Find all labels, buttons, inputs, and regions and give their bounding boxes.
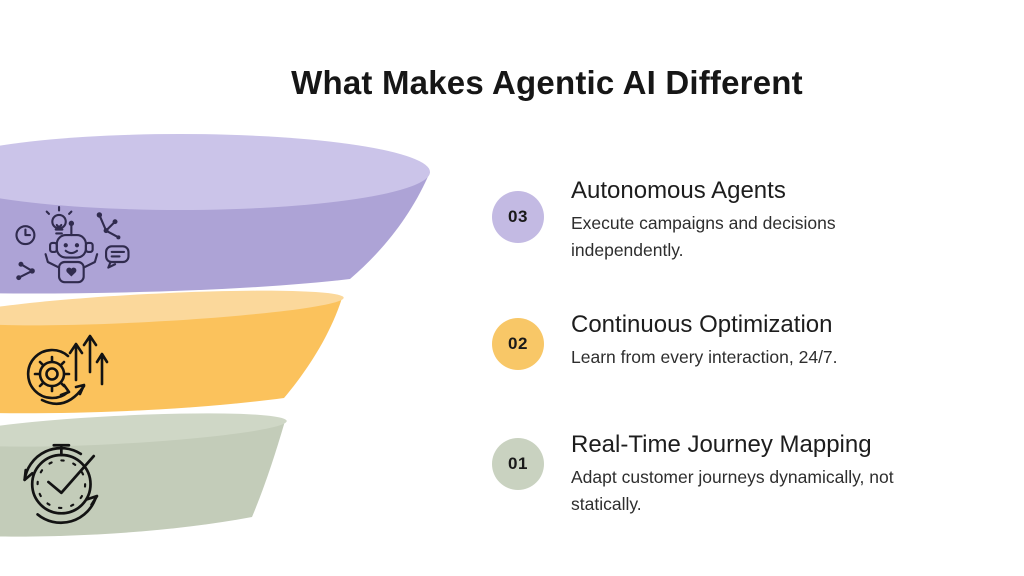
speech-bubble-icon — [105, 245, 130, 269]
gear-icon — [33, 355, 71, 393]
feature-item-autonomous-agents: 03 Autonomous Agents Execute campaigns a… — [492, 176, 916, 265]
feature-heading: Autonomous Agents — [571, 177, 786, 204]
feature-text-block: Autonomous Agents Execute campaigns and … — [571, 176, 916, 265]
funnel-layer-2-body — [0, 298, 342, 414]
funnel-layer-3-top — [0, 134, 430, 210]
funnel-layer-2-top — [0, 290, 344, 326]
feature-item-continuous-optimization: 02 Continuous Optimization Learn from ev… — [492, 310, 838, 371]
cycle-arrow-icon — [26, 348, 86, 405]
funnel-layer-autonomous-agents — [0, 134, 430, 294]
step-number-01: 01 — [508, 454, 528, 473]
feature-description: Adapt customer journeys dynamically, not… — [571, 467, 894, 515]
funnel-diagram — [0, 134, 430, 537]
gear-growth-arrows-icon — [26, 334, 109, 405]
up-arrows-icon — [68, 334, 109, 386]
robot-ai-doodle-icon — [15, 206, 130, 284]
step-badge-03: 03 — [492, 191, 544, 243]
feature-text-block: Real-Time Journey Mapping Adapt customer… — [571, 430, 916, 519]
step-badge-01: 01 — [492, 438, 544, 490]
step-badge-02: 02 — [492, 318, 544, 370]
feature-item-real-time-journey-mapping: 01 Real-Time Journey Mapping Adapt custo… — [492, 430, 916, 519]
check-hand — [47, 454, 96, 495]
robot-icon-fills — [16, 212, 121, 281]
feature-text-block: Continuous Optimization Learn from every… — [571, 310, 838, 371]
feature-heading: Real-Time Journey Mapping — [571, 431, 872, 458]
feature-heading: Continuous Optimization — [571, 311, 833, 338]
step-number-03: 03 — [508, 207, 528, 226]
funnel-layer-real-time-journey-mapping — [0, 413, 287, 537]
stopwatch-check-icon — [23, 443, 99, 525]
lightbulb-icon — [45, 206, 73, 235]
robot-body — [44, 225, 99, 284]
feature-description: Execute campaigns and decisions independ… — [571, 213, 836, 261]
funnel-layer-continuous-optimization — [0, 290, 344, 414]
refresh-arrows-icon — [23, 446, 99, 525]
page-title: What Makes Agentic AI Different — [291, 64, 803, 102]
funnel-layer-1-top — [0, 413, 287, 447]
clock-doodle-icon — [15, 225, 36, 246]
feature-description: Learn from every interaction, 24/7. — [571, 347, 838, 367]
stopwatch-face — [30, 443, 92, 515]
step-number-02: 02 — [508, 334, 528, 353]
